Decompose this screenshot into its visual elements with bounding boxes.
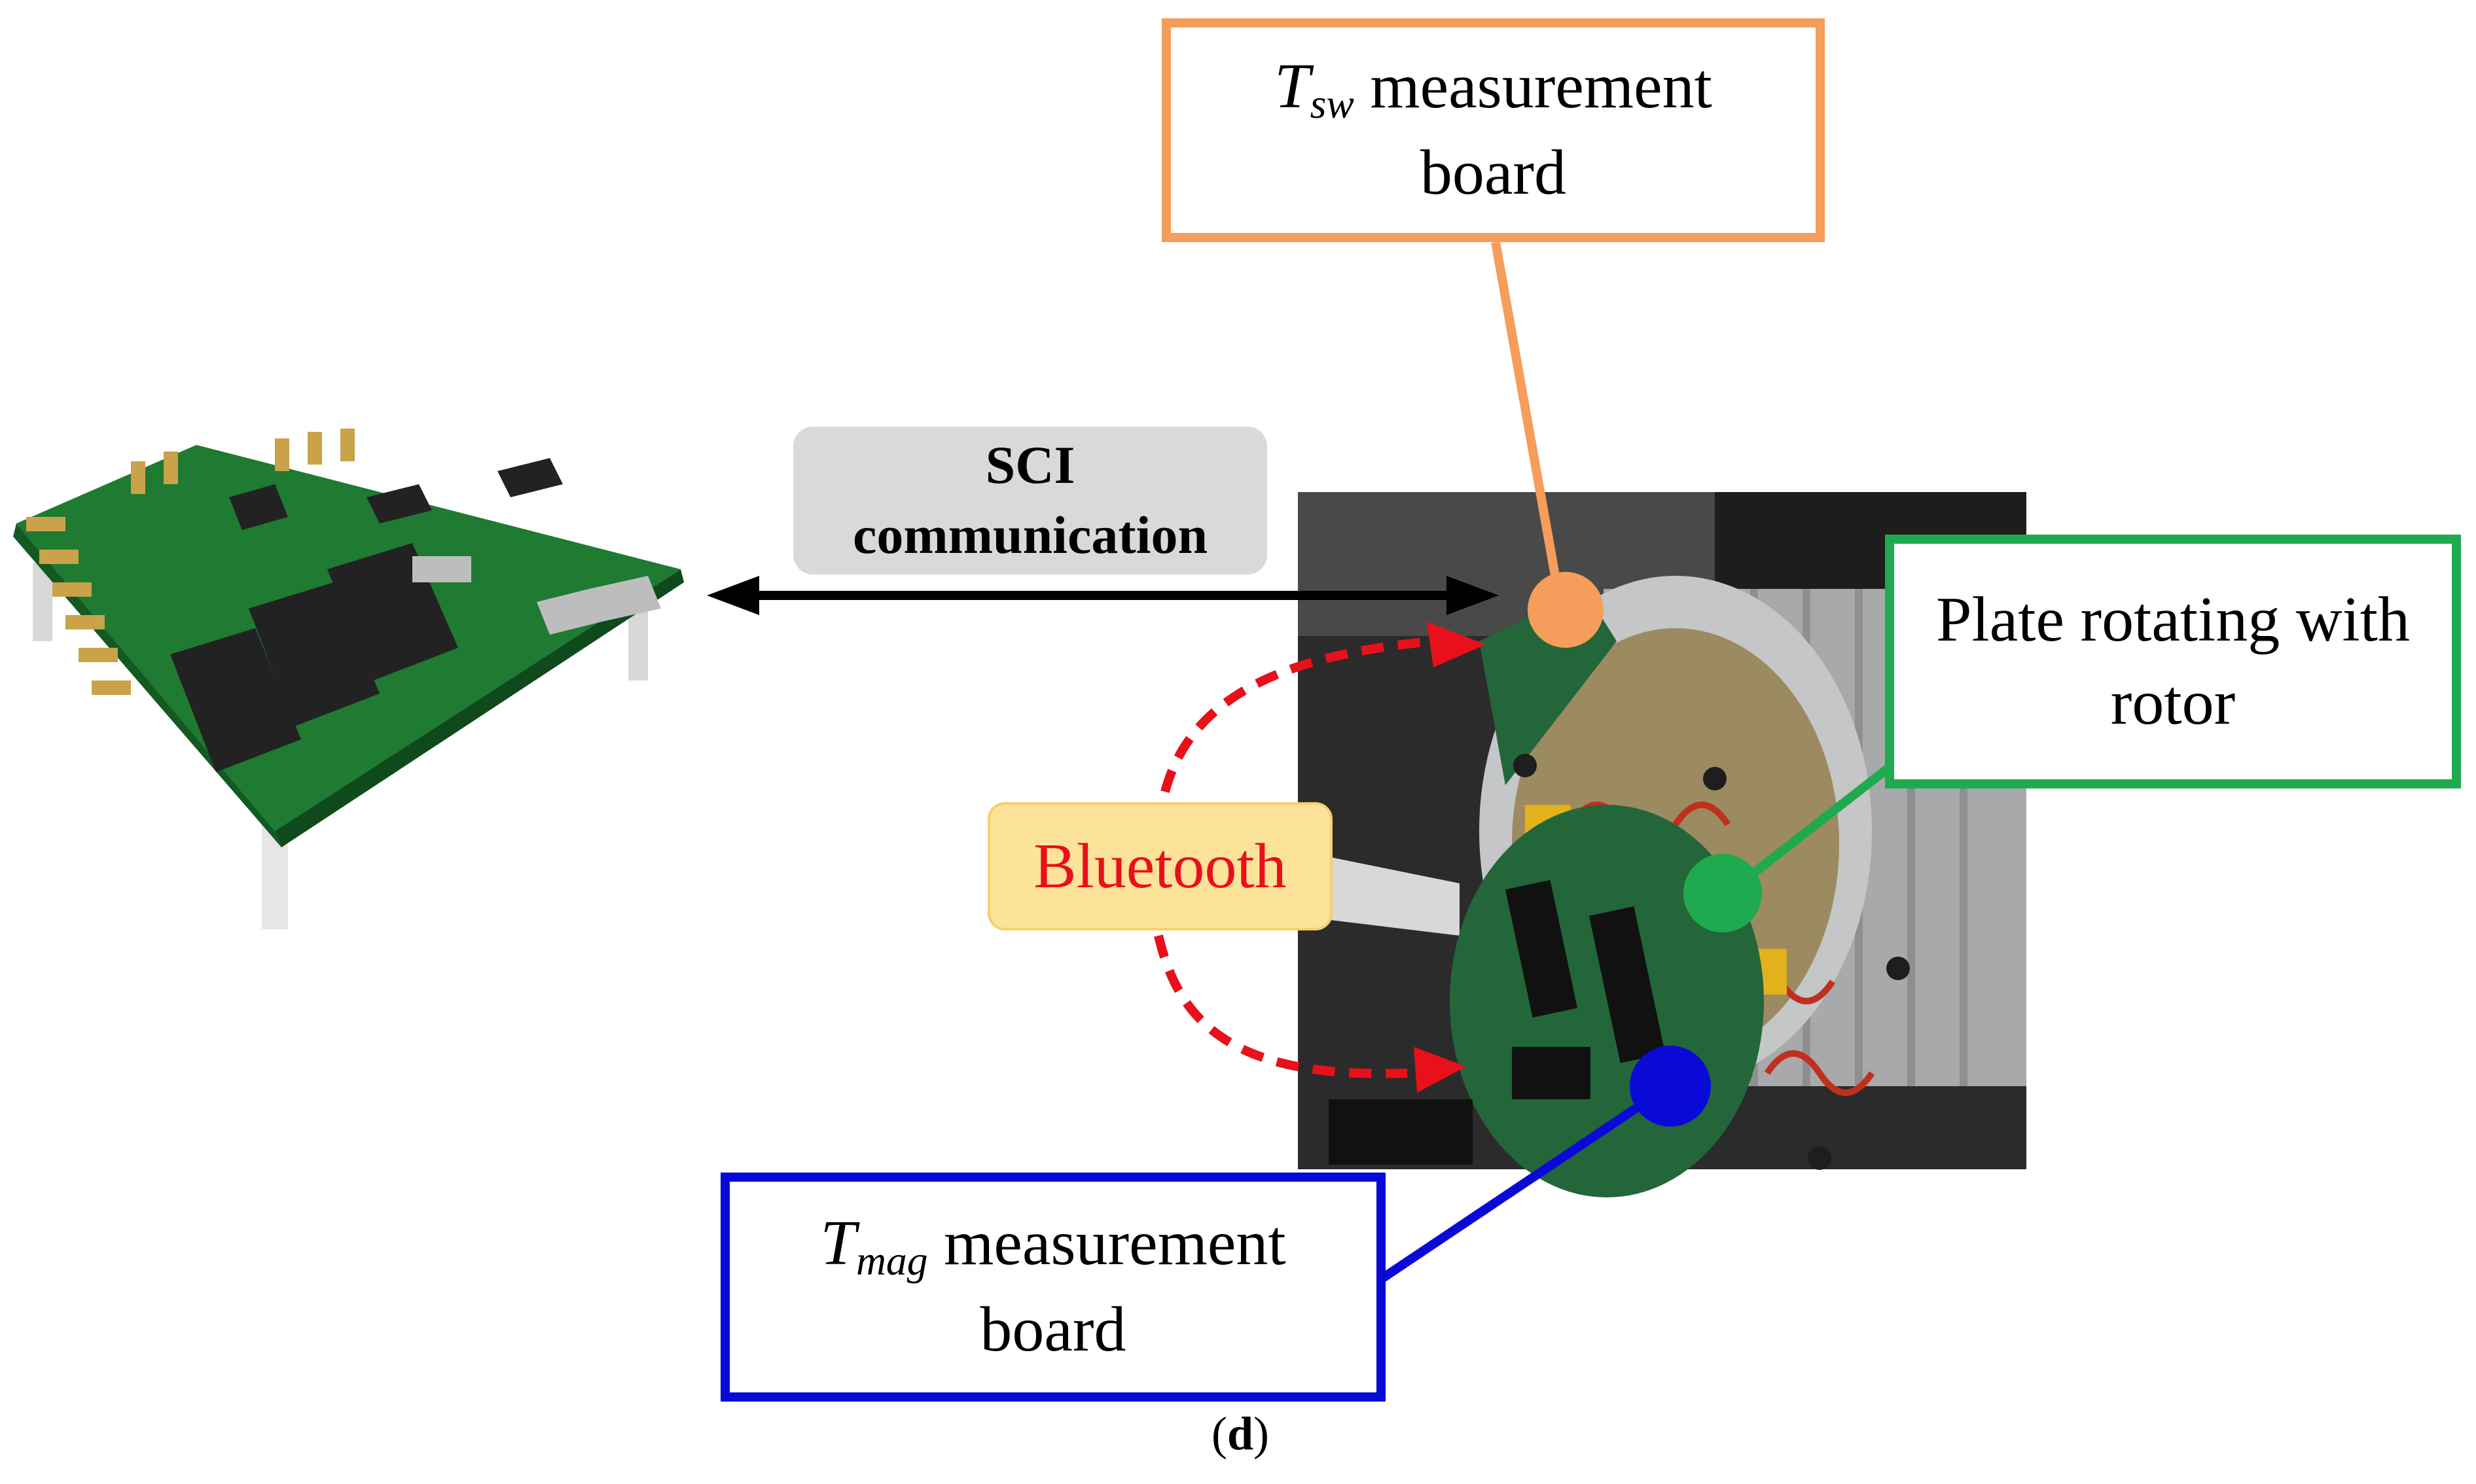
bluetooth-arrows [1154, 637, 1434, 1078]
bluetooth-label: Bluetooth [988, 802, 1333, 930]
tmag-measurement-board-label: Tmag measurement board [721, 1173, 1386, 1402]
tsw-leader-line [1491, 241, 1566, 610]
plate-rotating-label: Plate rotating with rotor [1885, 535, 2461, 788]
tsw-label-line1: Tsw measurement [1274, 51, 1712, 128]
tsw-marker-dot [1528, 572, 1604, 648]
control-board-photo [13, 429, 684, 929]
sci-label-line2: communication [852, 505, 1208, 565]
plate-marker-dot [1683, 854, 1762, 932]
plate-label-line1: Plate rotating with [1936, 584, 2410, 655]
sci-communication-label: SCI communication [793, 427, 1267, 574]
tmag-label-line1: Tmag measurement [820, 1208, 1286, 1284]
plate-label-line2: rotor [2110, 667, 2236, 738]
tmag-label-line2: board [980, 1294, 1126, 1366]
tmag-leader-line [1378, 1082, 1672, 1283]
figure-caption: (d) [1211, 1407, 1269, 1460]
tmag-marker-dot [1630, 1046, 1711, 1127]
sci-arrow [707, 576, 1499, 615]
bluetooth-arrowhead-top [1427, 622, 1486, 667]
tsw-measurement-board-label: Tsw measurement board [1162, 18, 1825, 242]
sci-label-line1: SCI [985, 435, 1075, 495]
tsw-label-line2: board [1420, 137, 1567, 209]
bluetooth-arrowhead-bottom [1414, 1047, 1466, 1093]
